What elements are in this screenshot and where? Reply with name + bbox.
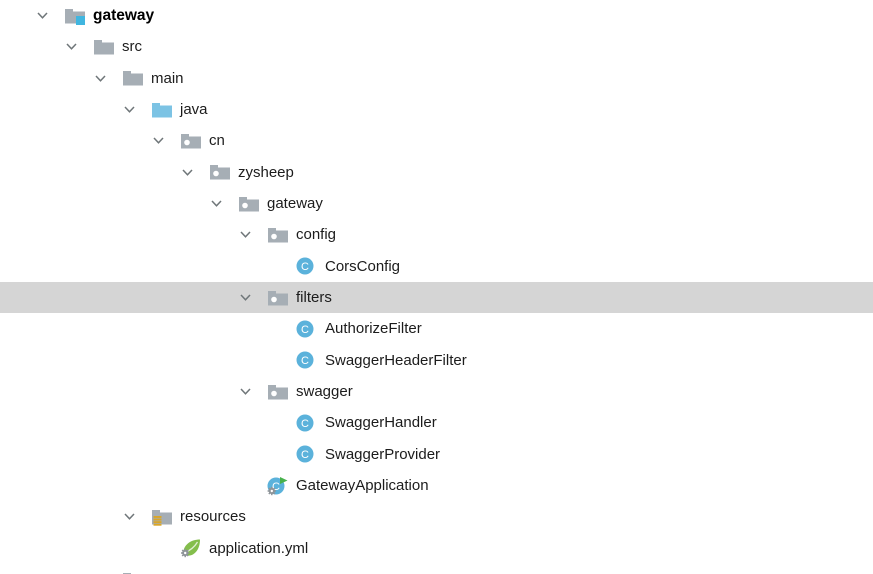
resources-root-folder-icon (151, 507, 173, 527)
tree-item-label: cn (209, 132, 225, 150)
tree-item-label: SwaggerProvider (325, 445, 441, 463)
chevron-down-icon[interactable] (93, 68, 122, 88)
tree-item-label: src (122, 38, 142, 56)
tree-item-application-yml[interactable]: application.yml (0, 533, 873, 564)
chevron-down-icon[interactable] (180, 162, 209, 182)
package-folder-icon (267, 225, 289, 245)
tree-item-label: application.yml (209, 539, 309, 557)
package-folder-icon (267, 288, 289, 308)
tree-item-label: gateway (267, 195, 323, 213)
java-class-icon: C (296, 413, 318, 433)
tree-item-gateway[interactable]: gateway (0, 0, 873, 31)
tree-item-main[interactable]: main (0, 63, 873, 94)
project-root-folder-icon (64, 6, 86, 26)
tree-item-gatewayapplication[interactable]: C GatewayApplication (0, 470, 873, 501)
chevron-icon (267, 413, 296, 433)
chevron-down-icon[interactable] (238, 382, 267, 402)
tree-item-swagger[interactable]: swagger (0, 376, 873, 407)
chevron-icon (267, 319, 296, 339)
folder-icon (122, 68, 144, 88)
java-class-icon: C (296, 350, 318, 370)
chevron-icon (267, 256, 296, 276)
spring-boot-run-class-icon: C (267, 476, 289, 496)
chevron-down-icon[interactable] (238, 225, 267, 245)
folder-icon (93, 37, 115, 57)
tree-item-resources[interactable]: resources (0, 501, 873, 532)
chevron-icon (151, 538, 180, 558)
tree-item-label: AuthorizeFilter (325, 320, 422, 338)
tree-item-corsconfig[interactable]: C CorsConfig (0, 251, 873, 282)
chevron-down-icon[interactable] (64, 37, 93, 57)
svg-text:C: C (301, 324, 309, 336)
tree-item-label: java (180, 101, 208, 119)
chevron-down-icon[interactable] (238, 288, 267, 308)
chevron-icon (238, 476, 267, 496)
tree-item-authorizefilter[interactable]: C AuthorizeFilter (0, 313, 873, 344)
tree-item-label: GatewayApplication (296, 477, 429, 495)
svg-text:C: C (301, 449, 309, 461)
tree-item-label: gateway (93, 6, 155, 24)
package-folder-icon (209, 162, 231, 182)
svg-text:C: C (272, 481, 280, 493)
tree-item-label: resources (180, 508, 246, 526)
chevron-down-icon[interactable] (151, 131, 180, 151)
tree-item-clipped[interactable] (0, 564, 873, 574)
tree-item-src[interactable]: src (0, 31, 873, 62)
chevron-icon (267, 350, 296, 370)
tree-item-label: swagger (296, 383, 353, 401)
tree-item-cn[interactable]: cn (0, 125, 873, 156)
chevron-down-icon[interactable] (209, 194, 238, 214)
folder-icon (122, 570, 144, 574)
tree-item-config[interactable]: config (0, 219, 873, 250)
chevron-down-icon[interactable] (122, 100, 151, 120)
chevron-down-icon[interactable] (35, 6, 64, 26)
chevron-down-icon[interactable] (122, 507, 151, 527)
package-folder-icon (180, 131, 202, 151)
tree-item-swaggerheaderfilter[interactable]: C SwaggerHeaderFilter (0, 345, 873, 376)
tree-item-label: main (151, 69, 184, 87)
tree-item-zysheep[interactable]: zysheep (0, 157, 873, 188)
svg-text:C: C (301, 261, 309, 273)
spring-config-file-icon (180, 538, 202, 558)
tree-item-label: zysheep (238, 163, 294, 181)
tree-item-label: CorsConfig (325, 257, 401, 275)
tree-item-label: SwaggerHandler (325, 414, 437, 432)
svg-text:C: C (301, 418, 309, 430)
tree-item-filters[interactable]: filters (0, 281, 873, 314)
chevron-right-icon[interactable] (93, 570, 122, 574)
tree-item-java[interactable]: java (0, 94, 873, 125)
package-folder-icon (238, 194, 260, 214)
tree-item-label: SwaggerHeaderFilter (325, 351, 467, 369)
tree-item-label: filters (296, 289, 332, 307)
tree-item-gateway[interactable]: gateway (0, 188, 873, 219)
package-folder-icon (267, 382, 289, 402)
tree-item-label: config (296, 226, 337, 244)
java-class-icon: C (296, 319, 318, 339)
svg-text:C: C (301, 355, 309, 367)
tree-item-swaggerhandler[interactable]: C SwaggerHandler (0, 407, 873, 438)
source-root-folder-icon (151, 100, 173, 120)
java-class-icon: C (296, 256, 318, 276)
java-class-icon: C (296, 444, 318, 464)
chevron-icon (267, 444, 296, 464)
tree-item-swaggerprovider[interactable]: C SwaggerProvider (0, 439, 873, 470)
